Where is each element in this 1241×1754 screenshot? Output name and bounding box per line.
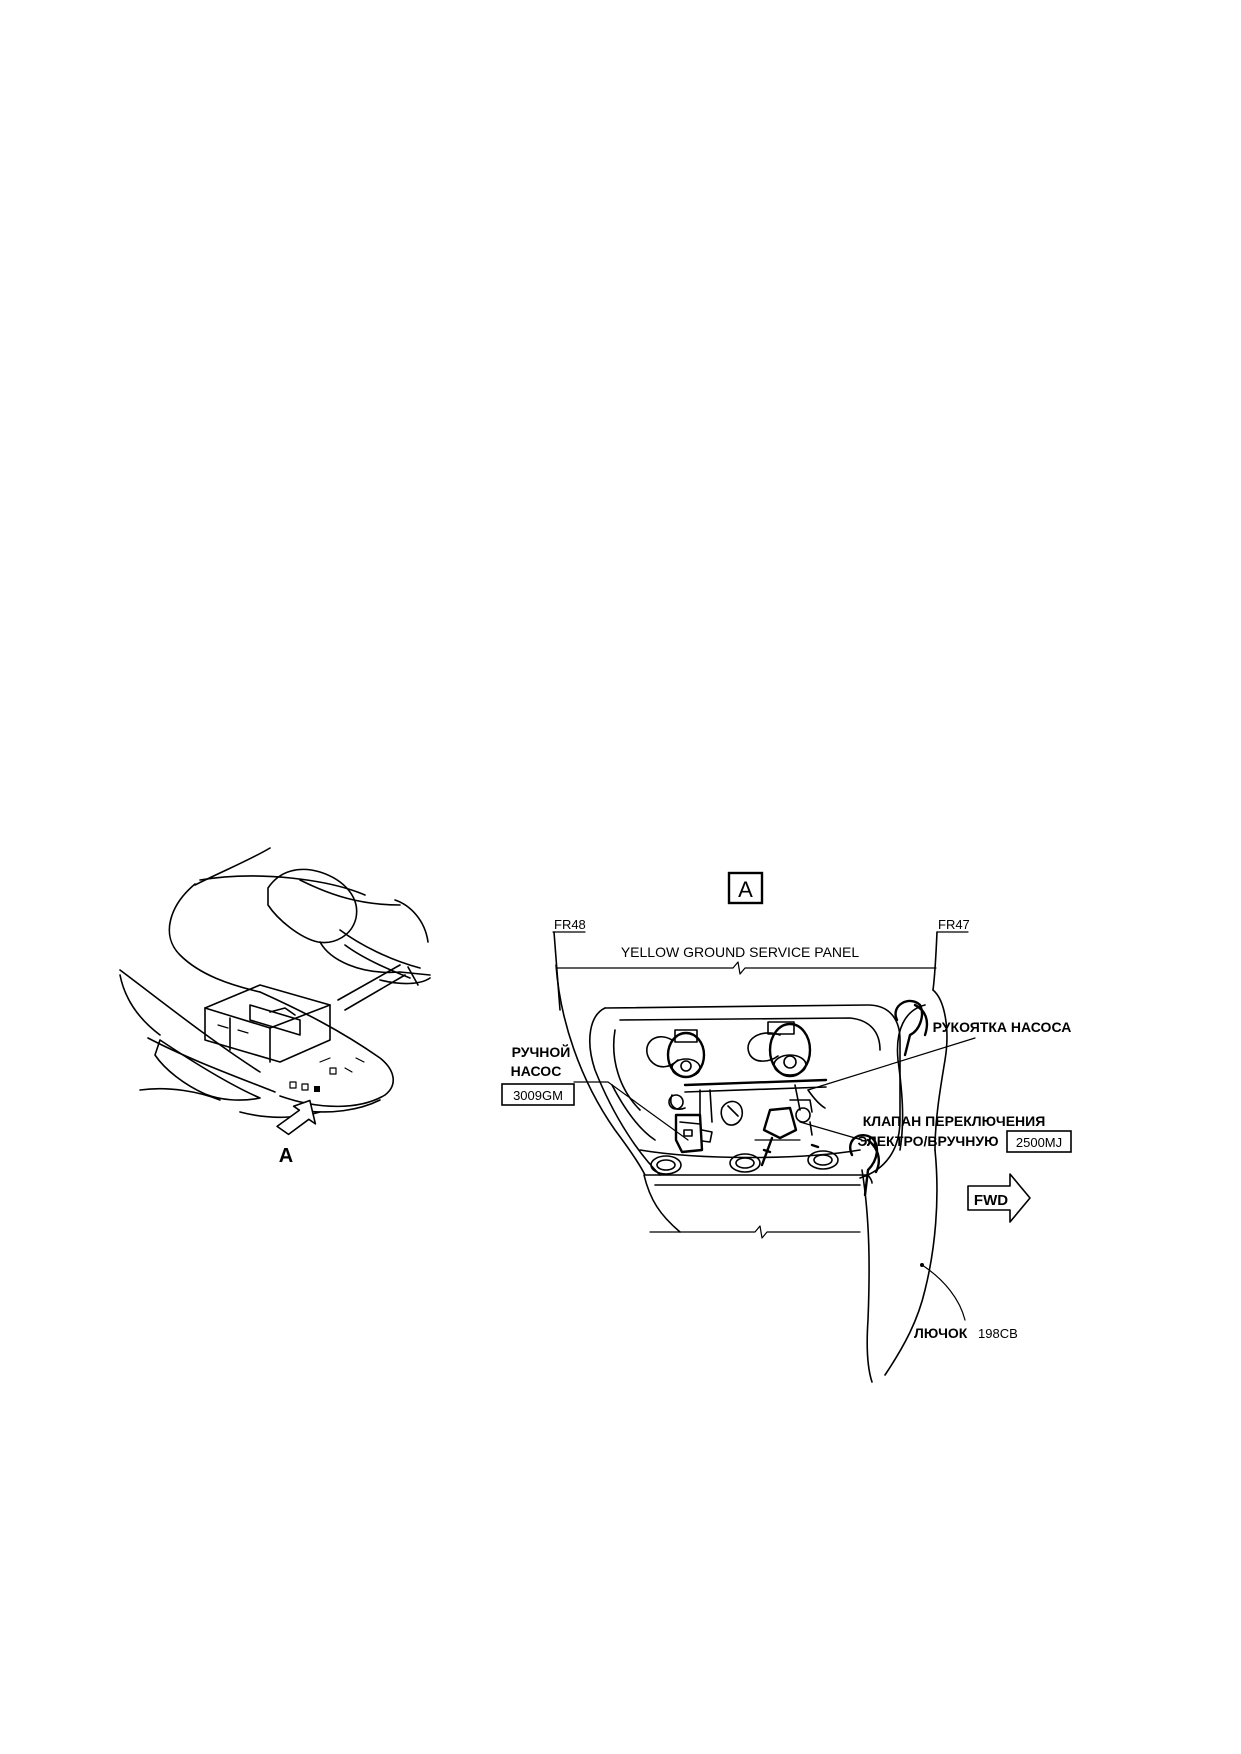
pump-handle-label: РУКОЯТКА НАСОСА — [933, 1019, 1072, 1035]
selector-valve-leader — [799, 1121, 863, 1141]
fwd-label: FWD — [974, 1192, 1008, 1209]
hand-pump-label-2: НАСОС — [511, 1063, 562, 1079]
hand-pump-leader — [573, 1081, 689, 1141]
access-door-drawing — [849, 989, 948, 1383]
view-arrow — [276, 1099, 317, 1136]
door-leader — [921, 1264, 966, 1321]
frame-right-line — [932, 931, 938, 991]
selector-valve-label-2: ЭЛЕКТРО/ВРУЧНУЮ — [857, 1133, 998, 1149]
panel-title-dimension — [556, 961, 937, 975]
selector-valve-code-box — [1006, 1130, 1072, 1153]
hand-pump-label-1: РУЧНОЙ — [512, 1043, 571, 1060]
frame-right-label: FR47 — [938, 917, 970, 932]
view-arrow-label: A — [279, 1145, 293, 1167]
frame-left-label: FR48 — [554, 917, 586, 932]
detail-box-label: A — [738, 877, 753, 902]
selector-valve-code: 2500MJ — [1016, 1135, 1062, 1150]
door-code: 198CB — [978, 1326, 1018, 1341]
aircraft-overview-drawing — [119, 847, 431, 1119]
panel-title: YELLOW GROUND SERVICE PANEL — [621, 944, 860, 960]
service-panel-drawing — [555, 964, 901, 1239]
detail-box: A — [727, 871, 764, 905]
hand-pump-code: 3009GM — [513, 1088, 563, 1103]
selector-valve-label-1: КЛАПАН ПЕРЕКЛЮЧЕНИЯ — [863, 1113, 1046, 1129]
hand-pump-code-box — [501, 1083, 575, 1106]
pump-handle-leader — [807, 1037, 976, 1091]
door-label: ЛЮЧОК — [914, 1325, 968, 1341]
fwd-arrow: FWD — [967, 1173, 1031, 1223]
